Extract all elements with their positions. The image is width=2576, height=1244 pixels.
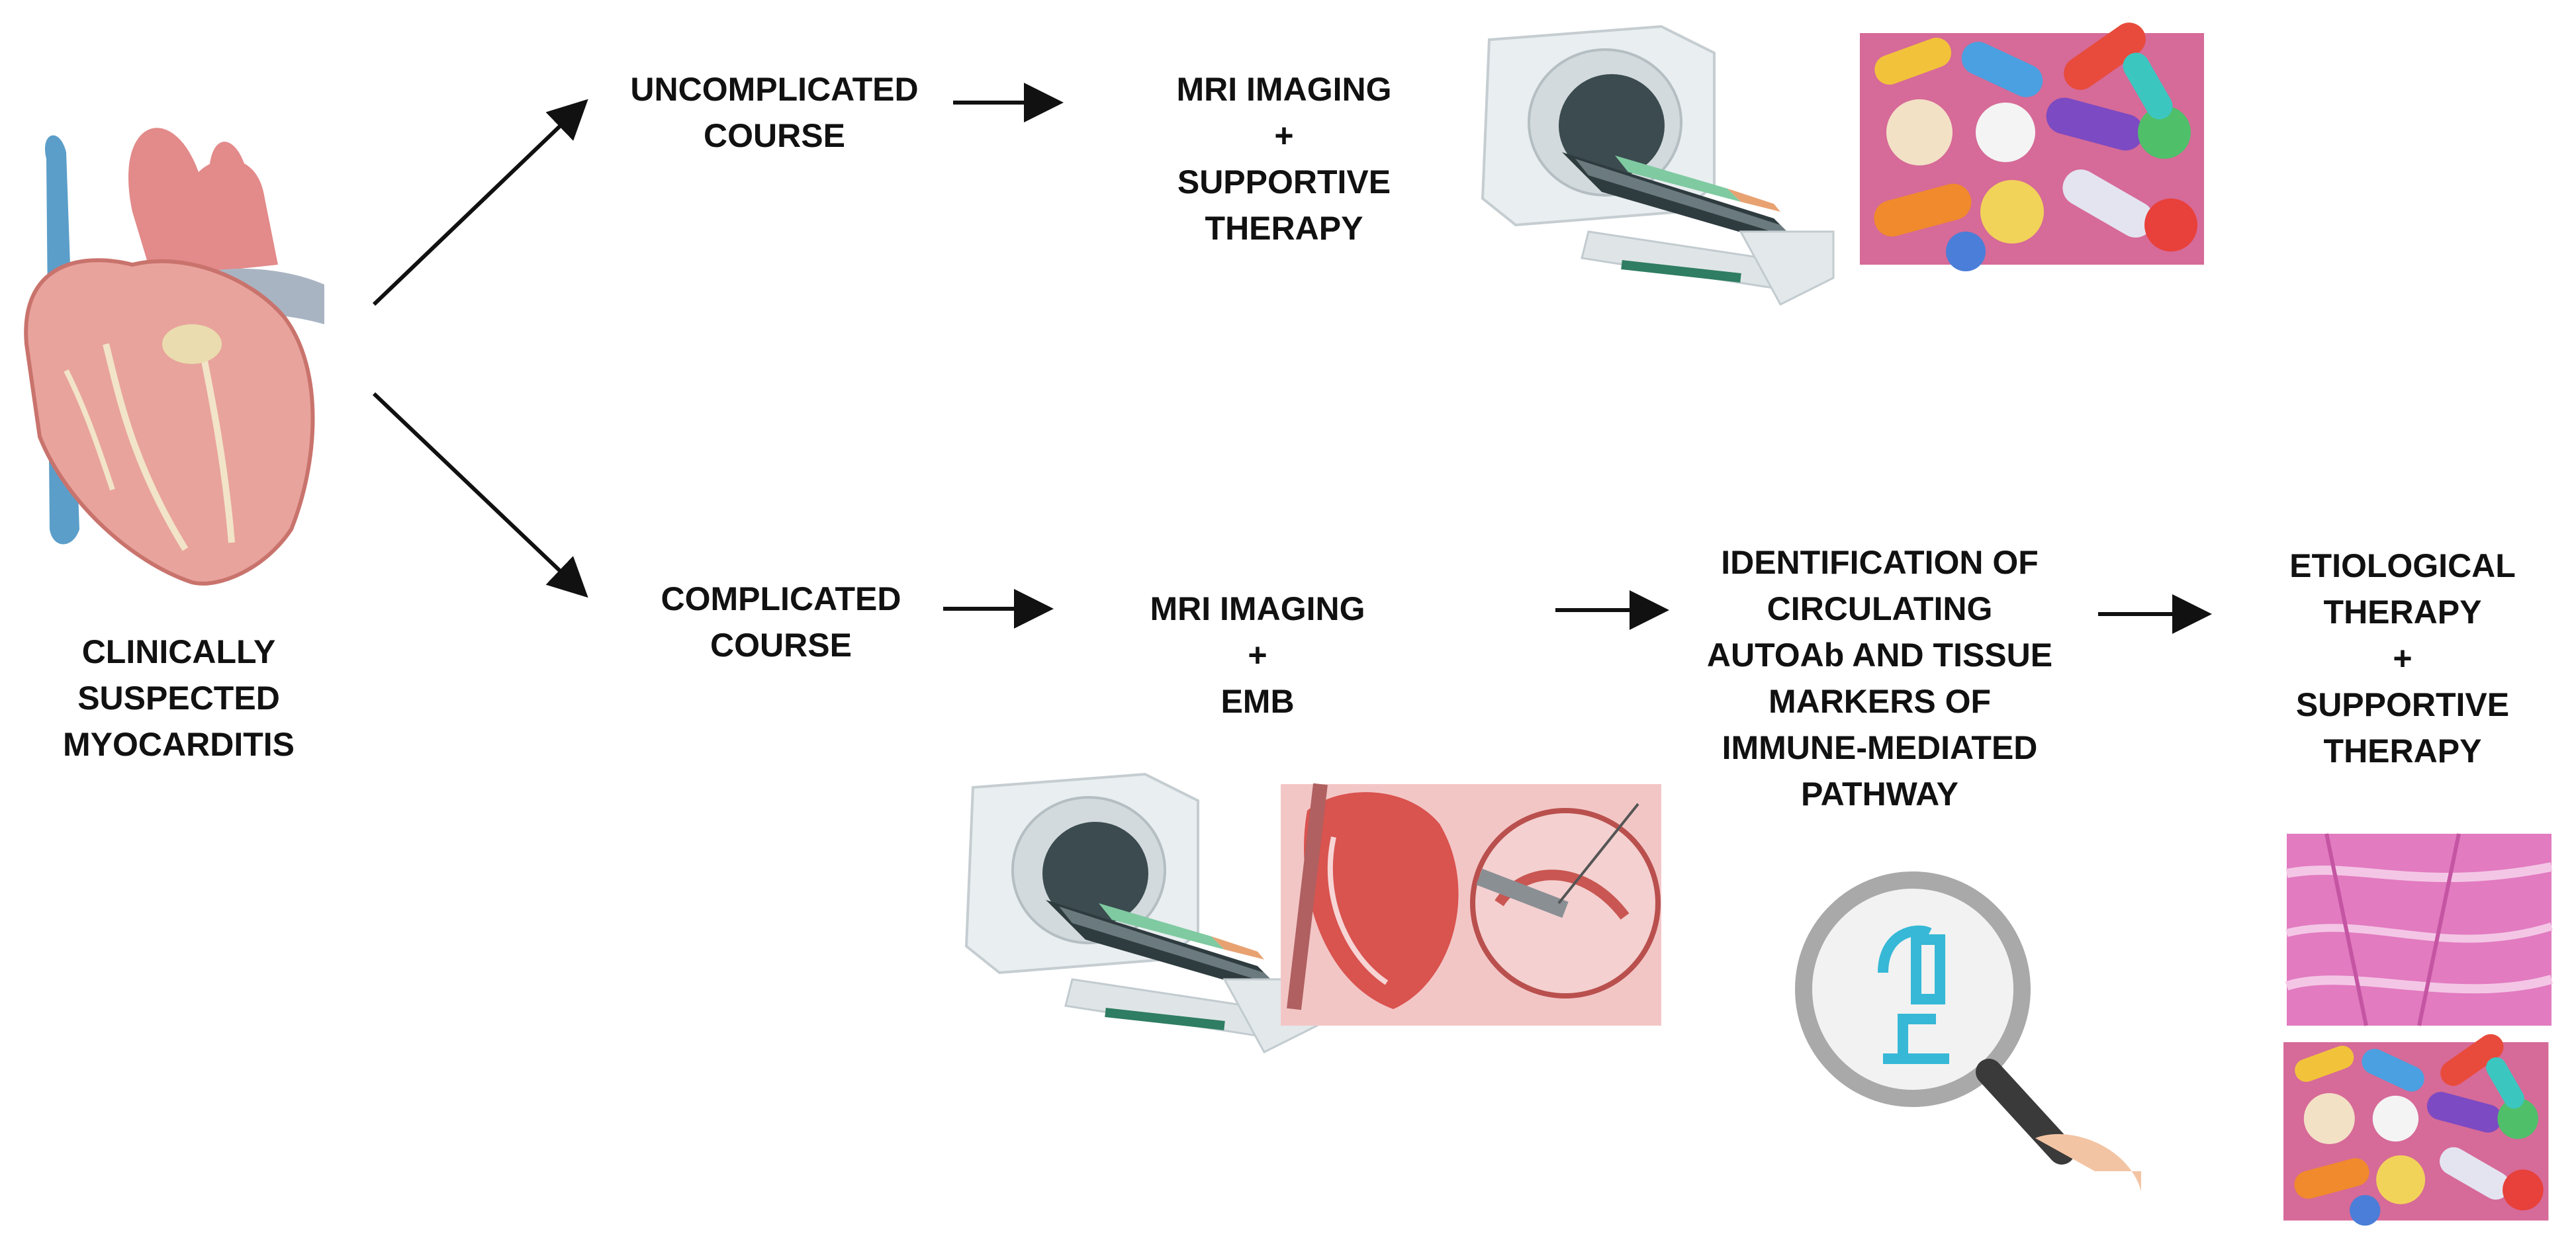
uncomplicated-course-line: UNCOMPLICATED: [630, 71, 919, 108]
pills-icon: [2283, 1029, 2549, 1226]
pills-icon: [1860, 16, 2204, 271]
uncomplicated-step-line: MRI IMAGING: [1176, 71, 1392, 108]
complicated-step1-line: +: [1248, 637, 1267, 674]
mri-scanner-icon: [1483, 26, 1833, 304]
complicated-step2-line: MARKERS OF: [1768, 683, 1992, 720]
uncomplicated-step-line: +: [1274, 117, 1294, 154]
complicated-step2-label: IDENTIFICATION OF CIRCULATING AUTOAb AND…: [1681, 539, 2078, 817]
complicated-step2-line: IDENTIFICATION OF: [1721, 544, 2039, 581]
complicated-step2-line: CIRCULATING: [1767, 590, 1993, 627]
biopsy-icon: [1281, 783, 1661, 1026]
complicated-step3-line: THERAPY: [2323, 733, 2482, 770]
arrow-to-complicated: [372, 392, 588, 598]
complicated-step2-line: PATHWAY: [1801, 776, 1958, 813]
start-label: CLINICALLY SUSPECTED MYOCARDITIS: [40, 629, 318, 768]
complicated-step1-line: MRI IMAGING: [1150, 590, 1365, 627]
start-line: SUSPECTED: [77, 680, 280, 717]
uncomplicated-step-label: MRI IMAGING + SUPPORTIVE THERAPY: [1119, 66, 1449, 251]
complicated-step3-label: ETIOLOGICAL THERAPY + SUPPORTIVE THERAPY: [2250, 543, 2555, 774]
uncomplicated-course-label: UNCOMPLICATED COURSE: [596, 66, 953, 159]
uncomplicated-step-line: THERAPY: [1205, 210, 1363, 247]
heart-illustration: [24, 128, 324, 586]
complicated-course-label: COMPLICATED COURSE: [629, 576, 933, 668]
arrow-to-uncomplicated: [372, 99, 588, 306]
complicated-step3-line: ETIOLOGICAL: [2289, 547, 2516, 584]
start-line: CLINICALLY: [81, 633, 276, 670]
complicated-step3-line: THERAPY: [2323, 594, 2482, 631]
start-line: MYOCARDITIS: [63, 726, 295, 763]
complicated-step1-label: MRI IMAGING + EMB: [1099, 586, 1416, 725]
uncomplicated-course-line: COURSE: [704, 117, 845, 154]
histology-icon: [2285, 833, 2553, 1026]
complicated-course-line: COURSE: [710, 627, 852, 664]
lab-microscope-icon: [1878, 925, 1949, 1064]
complicated-step3-line: SUPPORTIVE: [2295, 686, 2510, 723]
complicated-course-line: COMPLICATED: [661, 580, 901, 617]
uncomplicated-step-line: SUPPORTIVE: [1177, 163, 1391, 200]
complicated-step2-line: IMMUNE-MEDIATED: [1722, 729, 2038, 766]
complicated-step1-line: EMB: [1220, 683, 1295, 720]
complicated-step2-line: AUTOAb AND TISSUE: [1706, 637, 2053, 674]
complicated-step3-line: +: [2393, 640, 2413, 677]
mri-scanner-icon: [966, 774, 1317, 1052]
magnifier-icon: [1795, 871, 2141, 1191]
